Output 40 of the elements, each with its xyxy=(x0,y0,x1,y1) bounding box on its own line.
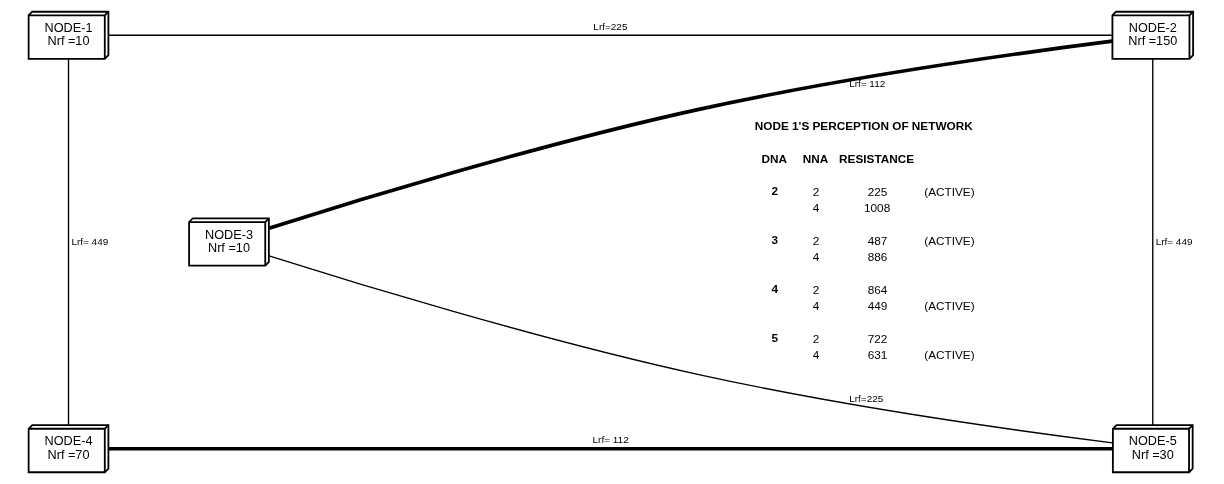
connector xyxy=(268,39,1113,230)
label: 864 xyxy=(867,283,888,297)
label: DNA xyxy=(761,151,788,165)
label: 4 xyxy=(812,250,820,264)
label: 487 xyxy=(867,234,888,248)
label: 5 xyxy=(771,331,779,345)
edge-label: Lrf= 449 xyxy=(71,235,109,247)
label: 886 xyxy=(867,250,888,264)
edge-label: Lrf=225 xyxy=(849,393,884,405)
label: 4 xyxy=(771,282,779,296)
label: 4 xyxy=(812,348,820,362)
connector xyxy=(108,34,1113,36)
label: 2 xyxy=(812,234,820,248)
label: 2 xyxy=(771,184,779,198)
label: 2 xyxy=(812,283,820,297)
edge-label: Lrf= 112 xyxy=(592,434,629,446)
label: (ACTIVE) xyxy=(924,299,975,313)
label: 722 xyxy=(867,331,888,345)
label: RESISTANCE xyxy=(839,151,915,165)
label: 4 xyxy=(812,299,820,313)
edge-label: Lrf= 112 xyxy=(849,77,886,89)
label: 1008 xyxy=(864,201,891,215)
label: 631 xyxy=(867,348,888,362)
label: 3 xyxy=(771,233,779,247)
label: 2 xyxy=(812,185,820,199)
label: NNA xyxy=(802,151,829,165)
label: 4 xyxy=(812,201,820,215)
label: (ACTIVE) xyxy=(924,185,975,199)
label: 2 xyxy=(812,331,820,345)
label: (ACTIVE) xyxy=(924,348,975,362)
connector xyxy=(67,58,70,426)
label: (ACTIVE) xyxy=(924,234,975,248)
connector xyxy=(1152,58,1154,426)
label: 225 xyxy=(867,185,888,199)
connector xyxy=(108,446,1113,451)
connector xyxy=(268,255,1114,444)
label: NODE 1'S PERCEPTION OF NETWORK xyxy=(754,118,973,132)
edge-label: Lrf= 449 xyxy=(1155,235,1193,247)
label: 449 xyxy=(867,299,888,313)
edge-label: Lrf=225 xyxy=(593,20,628,32)
